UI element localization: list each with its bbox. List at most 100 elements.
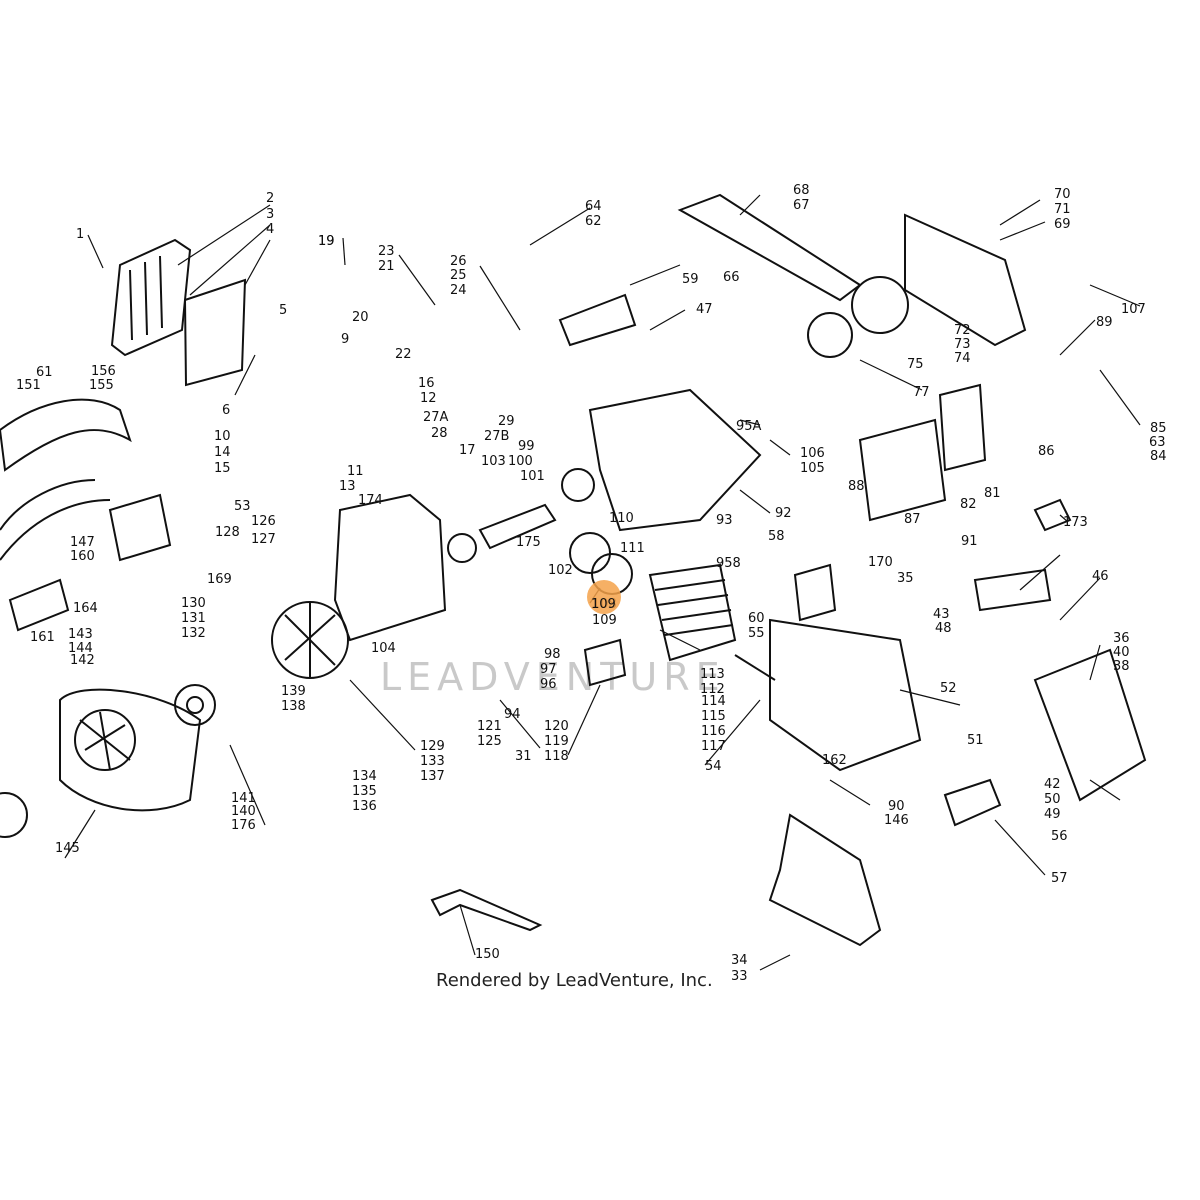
part-label: 17 [459,443,476,458]
part-label: 143 [68,627,93,642]
part-label: 73 [954,337,971,352]
part-label: 91 [961,534,978,549]
part-label: 68 [793,183,810,198]
part-label: 48 [935,621,952,636]
part-label: 64 [585,199,602,214]
part-label: 70 [1054,187,1071,202]
part-label: 90 [888,799,905,814]
part-label: 63 [1149,435,1166,450]
crankshaft [478,503,557,550]
part-label: 53 [234,499,251,514]
part-label: 160 [70,549,95,564]
part-label: 138 [281,699,306,714]
bearing-101 [561,468,595,502]
part-label: 119 [544,734,569,749]
cylinder-fins [654,579,734,636]
part-label: 101 [520,469,545,484]
part-label: 36 [1113,631,1130,646]
part-label: 126 [251,514,276,529]
rear-housing [769,618,922,772]
part-label: 156 [91,364,116,379]
part-label: 85 [1150,421,1167,436]
part-label: 99 [518,439,535,454]
clutch-drum [851,276,909,334]
part-label: 61 [36,365,53,380]
rear-handle [768,813,882,947]
part-label: 56 [1051,829,1068,844]
part-label: 134 [352,769,377,784]
handle-tube [0,479,111,561]
parts-group [0,193,1147,947]
part-label: 139 [281,684,306,699]
front-handle [0,398,132,472]
part-label: 117 [701,739,726,754]
part-label: 104 [371,641,396,656]
clutch [807,312,853,358]
part-label: 109 [592,613,617,628]
part-label: 89 [1096,315,1113,330]
part-label: 2 [266,191,274,206]
part-label: 42 [1044,777,1061,792]
part-label: 113 [700,667,725,682]
air-filter-cover [110,238,192,357]
part-label: 75 [907,357,924,372]
part-label: 22 [395,347,412,362]
crankcase [333,493,447,642]
part-label: 74 [954,351,971,366]
part-label: 94 [504,707,521,722]
part-label: 86 [1038,444,1055,459]
part-label: 55 [748,626,765,641]
part-label: 161 [30,630,55,645]
highlighted-part-label[interactable]: 109 [591,597,616,612]
part-label: 59 [682,272,699,287]
part-label: 137 [420,769,445,784]
part-label: 107 [1121,302,1146,317]
part-label: 54 [705,759,722,774]
cover-plate-59 [558,293,637,347]
part-label: 15 [214,461,231,476]
part-label: 97 [540,662,557,677]
part-label: 24 [450,283,467,298]
part-label: 27B [484,429,509,444]
part-label: 147 [70,535,95,550]
part-label: 21 [378,259,395,274]
part-label: 136 [352,799,377,814]
part-label: 176 [231,818,256,833]
part-label: 132 [181,626,206,641]
part-label: 58 [768,529,785,544]
part-label: 133 [420,754,445,769]
part-label: 66 [723,270,740,285]
leader-lines [64,194,1141,971]
part-label: 128 [215,525,240,540]
part-label: 175 [516,535,541,550]
part-label: 14 [214,445,231,460]
part-label: 98 [544,647,561,662]
part-label: 60 [748,611,765,626]
part-label: 4 [266,222,274,237]
part-label: 11 [347,464,364,479]
part-label: 26 [450,254,467,269]
part-label: 71 [1054,202,1071,217]
part-label: 103 [481,454,506,469]
part-label: 81 [984,486,1001,501]
part-label: 88 [848,479,865,494]
chassis-body [588,388,762,532]
part-label: 130 [181,596,206,611]
spark-plug [734,654,776,681]
part-label: 120 [544,719,569,734]
part-label: 118 [544,749,569,764]
starter-fins [79,711,131,771]
part-label: 27A [423,410,449,425]
highlight-callout[interactable] [587,580,621,614]
part-label: 131 [181,611,206,626]
pulley [174,684,216,726]
pulley-hub [186,696,204,714]
filter-plate [183,278,247,387]
part-label: 62 [585,214,602,229]
part-label: 1 [76,227,84,242]
part-label: 52 [940,681,957,696]
side-cover [904,213,1027,347]
part-label: 173 [1063,515,1088,530]
chain-cover-right [1033,648,1147,802]
part-label: 38 [1113,659,1130,674]
